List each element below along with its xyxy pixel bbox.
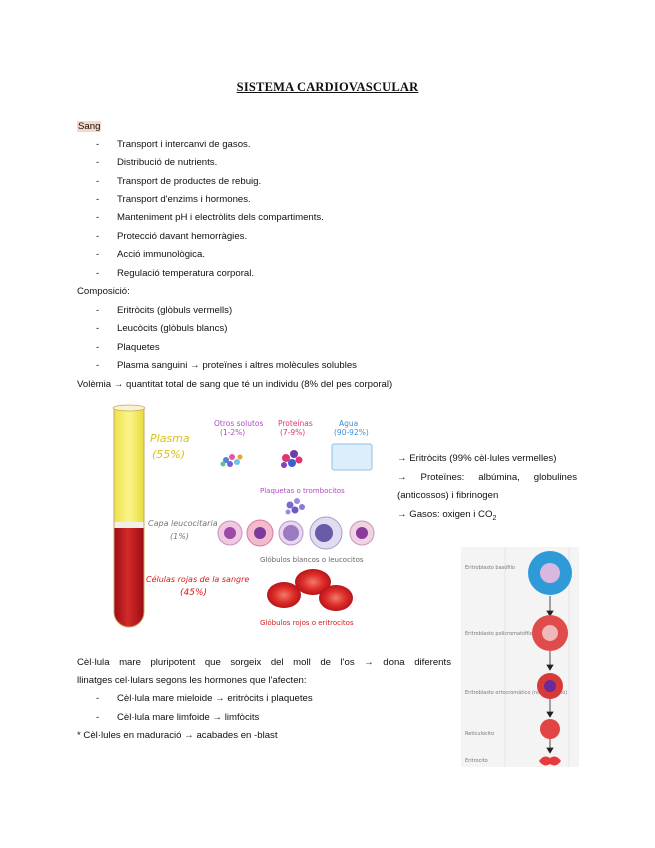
bullet-dash: - — [96, 212, 100, 223]
bullet-dash: - — [96, 342, 100, 353]
erythropoiesis-figure: Eritroblasto basófilo Eritroblasto polic… — [461, 547, 579, 767]
composition-heading: Composició: — [77, 286, 130, 297]
note-text: → Gasos: oxigen i CO — [397, 509, 493, 520]
leukocytes-icon — [217, 516, 375, 550]
page-title: SISTEMA CARDIOVASCULAR — [236, 80, 419, 94]
buffy-coat-percent: (1%) — [170, 532, 189, 541]
stage-label: Eritroblasto policromatófilo — [465, 630, 533, 637]
list-item: Distribució de nutrients. — [117, 157, 218, 168]
bullet-dash: - — [96, 268, 100, 279]
platelets-icon — [285, 498, 305, 515]
stage-cell-1 — [528, 551, 572, 595]
bullet-dash: - — [96, 323, 100, 334]
note-line: → Eritròcits (99% cèl·lules vermelles) — [397, 453, 557, 464]
list-item: Cèl·lula mare mieloide → eritròcits i pl… — [117, 693, 313, 704]
proteinas-label: Proteínas — [278, 419, 313, 428]
list-item: Leucòcits (glòbuls blancs) — [117, 323, 228, 334]
plasma-label: Plasma — [150, 432, 190, 445]
bullet-dash: - — [96, 176, 100, 187]
stage-label: Reticulocito — [465, 731, 494, 737]
list-item: Plaquetes — [117, 342, 160, 353]
solutes-icon — [220, 454, 243, 467]
bullet-dash: - — [96, 139, 100, 150]
maturation-note: * Cèl·lules en maduració → acabades en -… — [77, 730, 278, 741]
list-item: Manteniment pH i electròlits dels compar… — [117, 212, 324, 223]
volemia-line: Volèmia → quantitat total de sang que té… — [77, 379, 393, 390]
stage-cell-3 — [537, 673, 563, 699]
list-item: Cèl·lula mare limfoide → limfòcits — [117, 712, 260, 723]
bullet-dash: - — [96, 305, 100, 316]
stage-cell-2 — [532, 615, 568, 651]
platelets-label: Plaquetas o trombocitos — [260, 487, 345, 495]
blood-composition-figure: Plasma (55%) Capa leucocitaria (1%) Célu… — [112, 404, 375, 628]
leukocytes-label: Glóbulos blancos o leucocitos — [260, 556, 364, 564]
test-tube — [112, 404, 146, 628]
list-item: Transport i intercanvi de gasos. — [117, 139, 251, 150]
otros-solutos-label: Otros solutos — [214, 419, 264, 428]
sang-heading-text: Sang — [77, 121, 102, 132]
section-heading-sang: Sang — [77, 121, 102, 133]
stem-line-2: llinatges cel·lulars segons les hormones… — [77, 675, 307, 686]
note-line: → Gasos: oxigen i CO2 — [397, 509, 496, 525]
bullet-dash: - — [96, 231, 100, 242]
note-line: (anticossos) i fibrinogen — [397, 490, 499, 501]
list-item: Eritròcits (glòbuls vermells) — [117, 305, 233, 316]
bullet-dash: - — [96, 693, 100, 704]
list-item: Transport d'enzims i hormones. — [117, 194, 251, 205]
buffy-coat-label: Capa leucocitaria — [148, 519, 218, 528]
erythrocytes-label: Glóbulos rojos o eritrocitos — [260, 619, 354, 627]
bullet-dash: - — [96, 360, 100, 371]
stage-label: Eritroblasto basófilo — [465, 564, 515, 571]
red-cells-percent: (45%) — [180, 588, 207, 598]
erythrocytes-icon — [267, 569, 353, 611]
bullet-dash: - — [96, 712, 100, 723]
list-item: Regulació temperatura corporal. — [117, 268, 255, 279]
proteins-icon — [281, 450, 303, 468]
agua-percent: (90-92%) — [334, 428, 369, 437]
bullet-dash: - — [96, 194, 100, 205]
list-item: Transport de productes de rebuig. — [117, 176, 262, 187]
agua-label: Agua — [339, 419, 358, 428]
water-icon — [331, 443, 373, 471]
red-cells-label: Células rojas de la sangre — [146, 574, 249, 584]
proteinas-percent: (7-9%) — [280, 428, 305, 437]
note-line: → Proteïnes: albúmina, globulines — [397, 472, 577, 483]
otros-solutos-percent: (1-2%) — [220, 428, 245, 437]
stage-cell-4 — [540, 719, 560, 739]
stem-line-1: Cèl·lula mare pluripotent que sorgeix de… — [77, 657, 451, 668]
list-item: Acció immunològica. — [117, 249, 205, 260]
stage-cell-5 — [539, 756, 561, 766]
stage-label: Eritrocito — [465, 758, 488, 764]
note-subscript: 2 — [492, 514, 497, 522]
stage-label: Eritroblasto ortocromático (normoblasto) — [465, 689, 567, 696]
bullet-dash: - — [96, 157, 100, 168]
list-item: Protecció davant hemorràgies. — [117, 231, 248, 242]
list-item: Plasma sanguini → proteïnes i altres mol… — [117, 360, 357, 371]
bullet-dash: - — [96, 249, 100, 260]
plasma-percent: (55%) — [152, 448, 185, 461]
